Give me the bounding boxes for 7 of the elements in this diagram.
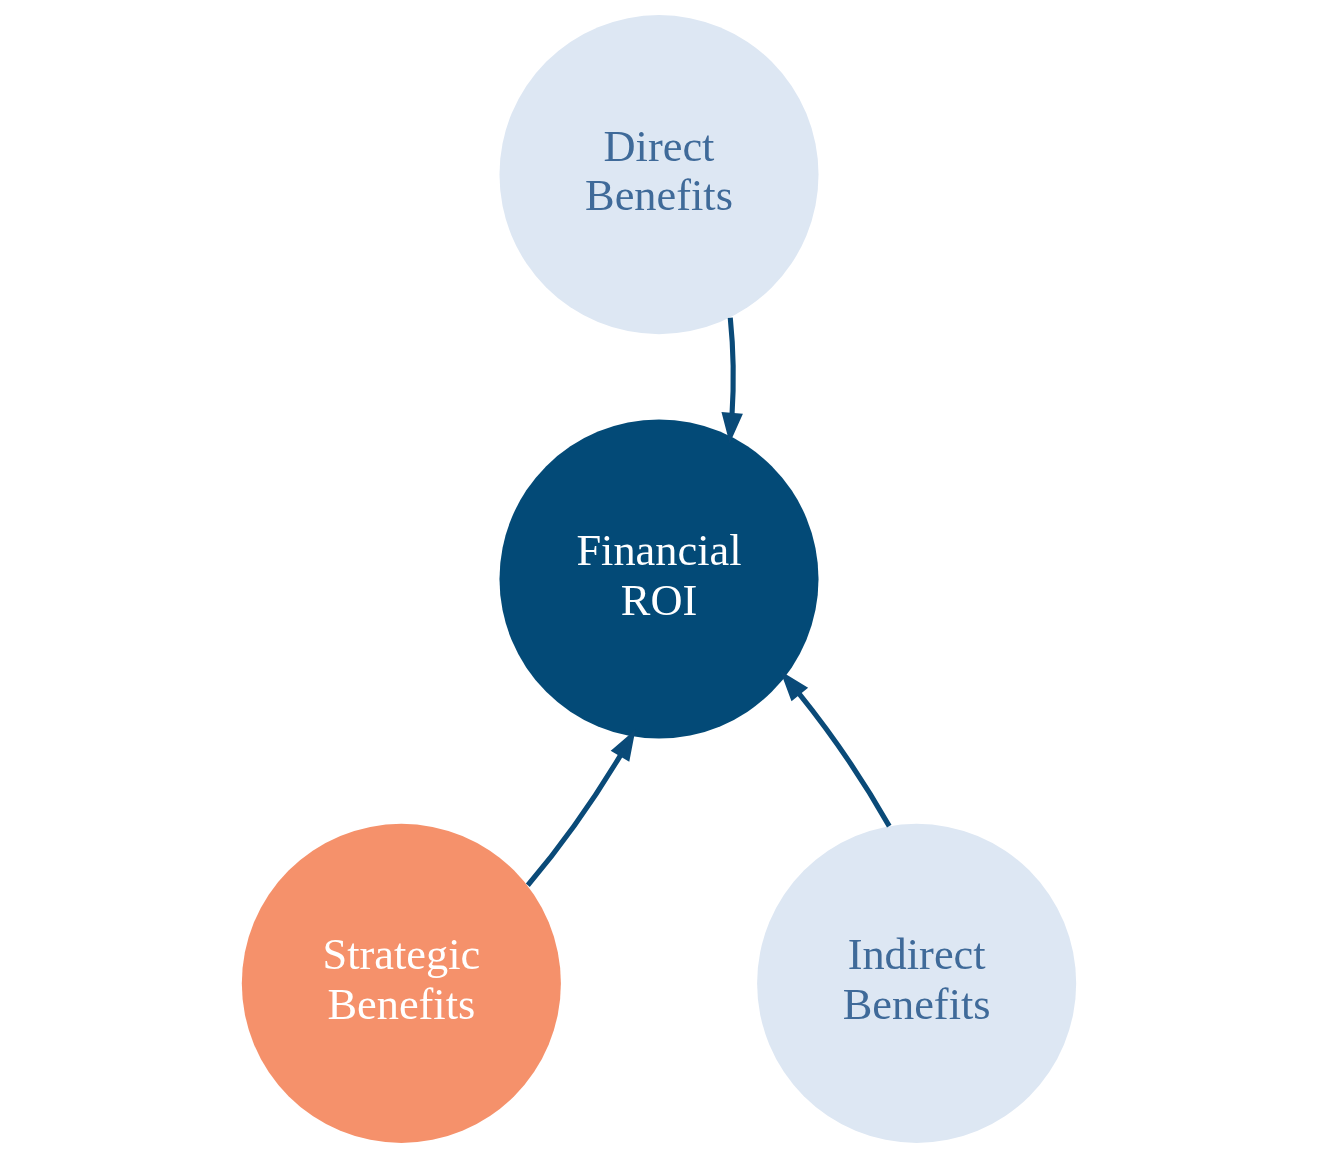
node-circle: Indirect Benefits — [756, 823, 1076, 1143]
arrow — [779, 670, 891, 828]
arrow — [525, 729, 635, 887]
node-circle: Direct Benefits — [498, 15, 819, 335]
arrow — [720, 317, 743, 444]
node-circle: Financial ROI — [498, 419, 819, 739]
node-circle: Strategic Benefits — [241, 823, 561, 1143]
